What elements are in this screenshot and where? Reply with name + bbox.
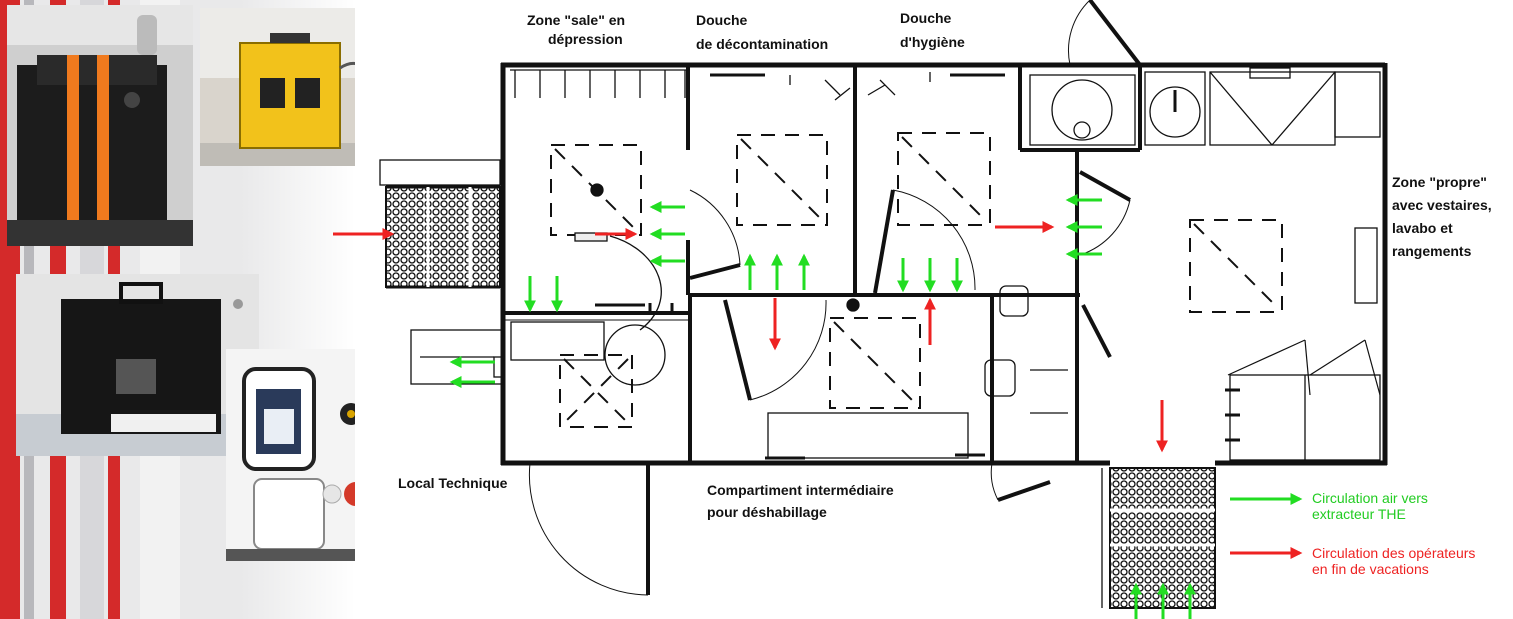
door-swing-icon [528, 0, 1381, 596]
legend-operators-label: Circulation des opérateurs [1312, 545, 1476, 561]
grating-step-icon [379, 159, 1216, 609]
ceiling-vent-icon [550, 132, 1283, 428]
zone-propre-label: Zone "propre" [1392, 174, 1487, 190]
zone-propre-label-2: avec vestaires, [1392, 197, 1492, 213]
air-circulation-arrows [449, 194, 1196, 619]
legend-air-label: Circulation air vers [1312, 490, 1428, 506]
legend-swatches [1230, 493, 1303, 559]
interior-walls [503, 65, 1142, 465]
zone-sale-label: Zone "sale" en [527, 12, 626, 28]
compartiment-label-2: pour déshabillage [707, 504, 827, 520]
operator-circulation-arrows [333, 221, 1168, 453]
local-technique-label: Local Technique [398, 475, 508, 491]
vehicle-hatch-photo [226, 349, 355, 561]
zone-propre-label-3: lavabo et [1392, 220, 1453, 236]
legend-operators-label-2: en fin de vacations [1312, 561, 1429, 577]
zone-propre-label-4: rangements [1392, 243, 1472, 259]
zone-sale-label-2: dépression [548, 31, 623, 47]
douche-hygiene-label-2: d'hygiène [900, 34, 965, 50]
yellow-case-photo [200, 8, 355, 166]
douche-hygiene-label: Douche [900, 10, 952, 26]
compartiment-label: Compartiment intermédiaire [707, 482, 894, 498]
legend-air-label-2: extracteur THE [1312, 506, 1406, 522]
douche-decontamination-label-2: de décontamination [696, 36, 829, 52]
douche-decontamination-label: Douche [696, 12, 748, 28]
black-box-photo [16, 274, 259, 456]
photo-panel [0, 0, 355, 619]
filter-unit-photo [7, 5, 193, 246]
